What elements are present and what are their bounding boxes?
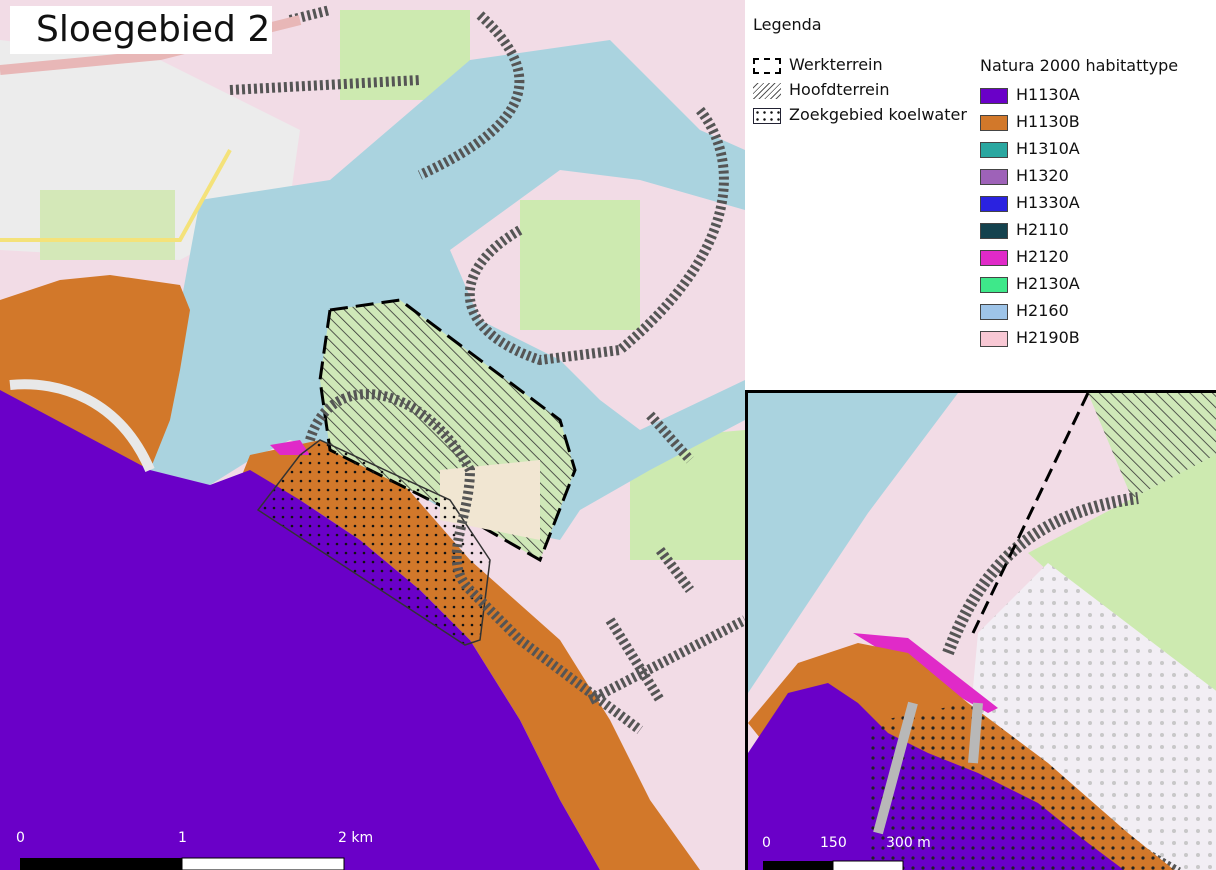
legend-label: Hoofdterrein: [789, 80, 890, 99]
legend-item-werkterrein: Werkterrein: [753, 55, 883, 75]
legend-label: H2120: [1016, 247, 1069, 266]
habitat-swatch: [980, 168, 1008, 185]
hatch-icon: [753, 82, 781, 99]
legend-label: H2130A: [1016, 274, 1080, 293]
inset-green-field: [1028, 454, 1216, 692]
legend-label: H1310A: [1016, 139, 1080, 158]
inset-groyne: [873, 701, 918, 835]
scale-bar-white: [181, 857, 345, 870]
legend-label: H1320: [1016, 166, 1069, 185]
scale-label-1: 1: [178, 830, 187, 846]
scale-bar-black: [20, 858, 182, 870]
habitat-swatch: [980, 87, 1008, 104]
legend-label: H1330A: [1016, 193, 1080, 212]
legend-title: Legenda: [753, 15, 822, 34]
legend-item-habitat: H1310A: [980, 139, 1080, 159]
habitat-swatch: [980, 330, 1008, 347]
habitat-swatch: [980, 195, 1008, 212]
legend-label: Werkterrein: [789, 55, 883, 74]
inset-scale-label-1: 150: [820, 835, 847, 851]
habitat-swatch: [980, 249, 1008, 266]
railway: [229, 5, 745, 734]
legend-item-habitat: H2160: [980, 301, 1069, 321]
inset-zoekgebied-dots: [868, 703, 1175, 870]
main-map[interactable]: 0 1 2 km: [0, 0, 745, 870]
legend-item-habitat: H1330A: [980, 193, 1080, 213]
scale-label-2: 2 km: [338, 830, 374, 846]
legend-item-habitat: H1320: [980, 166, 1069, 186]
legend-item-habitat: H2120: [980, 247, 1069, 267]
legend-label: H1130A: [1016, 85, 1080, 104]
habitat-legend-title: Natura 2000 habitattype: [980, 56, 1179, 75]
habitat-swatch: [980, 141, 1008, 158]
legend-label: Zoekgebied koelwater: [789, 105, 967, 124]
scale-label-0: 0: [16, 830, 25, 846]
inset-scale-bar-white: [832, 860, 904, 870]
habitat-h1130a: [0, 390, 600, 870]
inset-scale-bar-black: [763, 861, 833, 870]
dashed-outline-icon: [753, 57, 781, 74]
inset-werkterrein-outline: [971, 393, 1090, 634]
legend-item-zoekgebied: Zoekgebied koelwater: [753, 105, 967, 125]
legend-item-habitat: H2110: [980, 220, 1069, 240]
legend-item-habitat: H1130A: [980, 85, 1080, 105]
green-area: [340, 10, 470, 100]
habitat-swatch: [980, 222, 1008, 239]
legend-label: H1130B: [1016, 112, 1080, 131]
legend-item-habitat: H2190B: [980, 328, 1080, 348]
main-map-canvas: [0, 0, 745, 870]
habitat-h2120: [270, 440, 310, 455]
breakwater: [9, 379, 155, 472]
legend-label: H2190B: [1016, 328, 1080, 347]
green-area: [520, 200, 640, 330]
legend: Legenda Werkterrein Hoofdterrein Zoekgeb…: [745, 0, 1216, 390]
legend-item-habitat: H1130B: [980, 112, 1080, 132]
inset-groyne: [968, 702, 983, 764]
legend-item-habitat: H2130A: [980, 274, 1080, 294]
inset-map-canvas: [748, 393, 1216, 870]
dotted-box-icon: [753, 107, 781, 124]
inset-water: [748, 393, 958, 693]
road: [0, 149, 232, 242]
habitat-swatch: [980, 114, 1008, 131]
map-title: Sloegebied 2: [10, 6, 272, 54]
inset-scale-label-2: 300 m: [886, 835, 931, 851]
habitat-swatch: [980, 276, 1008, 293]
legend-item-hoofdterrein: Hoofdterrein: [753, 80, 889, 100]
zoekgebied-koelwater: [256, 439, 491, 646]
harbour-water: [150, 40, 745, 540]
habitat-h1130b: [240, 440, 700, 870]
habitat-swatch: [980, 303, 1008, 320]
legend-label: H2110: [1016, 220, 1069, 239]
inset-map[interactable]: 0 150 300 m: [745, 390, 1216, 870]
inset-scale-label-0: 0: [762, 835, 771, 851]
green-area: [40, 190, 175, 260]
legend-label: H2160: [1016, 301, 1069, 320]
